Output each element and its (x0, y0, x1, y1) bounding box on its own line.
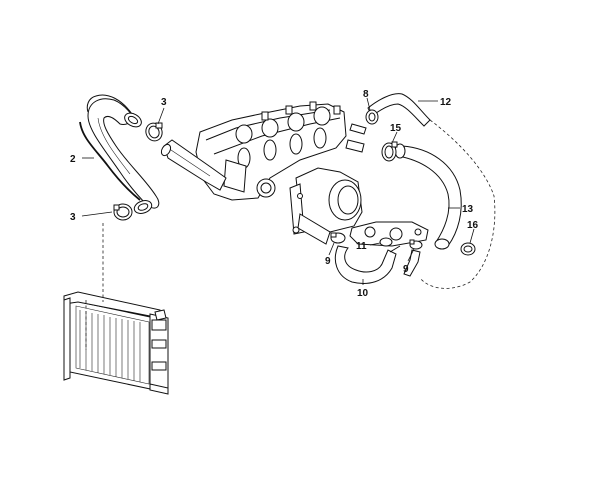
coolant-hose-12 (367, 93, 431, 127)
hose-clamp-15 (381, 141, 398, 162)
label-part-12: 12 (440, 97, 452, 108)
label-part-2: 2 (70, 154, 76, 165)
label-part-15: 15 (390, 123, 402, 134)
label-part-9-right: 9 (403, 264, 409, 275)
cylinder-head (195, 101, 347, 201)
label-part-13: 13 (462, 204, 474, 215)
upper-radiator-hose (86, 94, 160, 214)
leader-lines (81, 97, 475, 285)
hose-clamp-lower (113, 203, 133, 221)
water-pipe (160, 139, 227, 191)
label-part-8: 8 (363, 89, 369, 100)
hose-clamp-9-left (330, 232, 346, 244)
label-part-10: 10 (357, 288, 369, 299)
hose-clamp-8 (365, 109, 379, 125)
hose-clamp-11 (379, 237, 393, 247)
hose-clamp-upper (145, 122, 163, 142)
flange-plate (349, 221, 429, 247)
label-part-11: 11 (356, 241, 367, 252)
label-part-9-left: 9 (325, 256, 331, 267)
hose-clamp-16 (460, 242, 476, 256)
label-part-3-upper: 3 (161, 97, 167, 108)
thermostat-housing (289, 167, 363, 245)
hose-clamp-9-right (409, 239, 423, 250)
label-part-3-lower: 3 (70, 212, 76, 223)
coolant-hose-13 (394, 143, 462, 250)
coolant-hose-10 (334, 245, 401, 284)
label-part-16: 16 (467, 220, 479, 231)
radiator (63, 291, 169, 395)
hose-fitting (345, 123, 367, 153)
